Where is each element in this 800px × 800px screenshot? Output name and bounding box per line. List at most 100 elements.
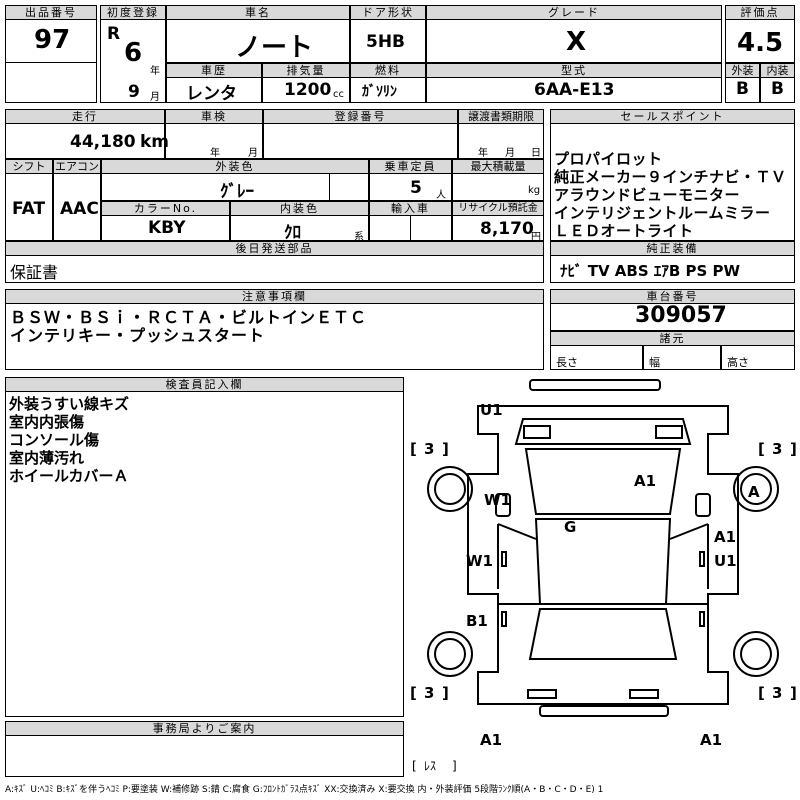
year-unit: 年 [150,66,160,77]
grade: X [566,27,587,57]
wheel-rr-inner [740,638,772,670]
car-diagram: [ 3 ] [ 3 ] [ 3 ] [ 3 ] U1 A1 A W1 G A1 … [410,379,797,773]
sales-points-label: セールスポイント [550,109,795,124]
headlamp-right [655,425,683,439]
res-bracket-close: ] [452,759,457,773]
wheel-fl [427,466,473,512]
ac: AAC [60,199,99,219]
reg-month: 9 [128,82,140,102]
tire-rl: 3 [424,684,434,702]
headlamp-left [523,425,551,439]
sales-points-box [550,123,795,241]
recycle-box [452,215,544,241]
tire-rl-bracket: [ [410,684,417,702]
later-parts-label: 後日発送部品 [5,241,544,256]
inspector-text: 外装うすい線キズ 室内内張傷 コンソール傷 室内薄汚れ ホイールカバーＡ [9,395,130,485]
color-no-label: カラーNo. [101,201,230,216]
mark-w1-front: W1 [484,491,511,509]
spec-label: 諸元 [550,331,795,346]
capacity-unit: 人 [436,190,446,201]
tire-fr-bracket: [ [758,440,765,458]
hood [514,418,692,445]
mileage-unit: km [140,132,170,152]
car-name-box [166,19,350,63]
model-label: 型式 [426,63,722,78]
mark-a1-right: A1 [714,528,736,546]
height-label: 高さ [727,356,749,369]
notes-label: 注意事項欄 [5,289,544,304]
load-label: 最大積載量 [452,159,544,174]
docs-label: 譲渡書類期限 [458,109,544,124]
equipment-box [550,255,795,283]
model: 6AA-E13 [534,80,615,100]
exterior-box [725,77,760,103]
later-parts: 保証書 [10,263,59,282]
legend: A:ｷｽﾞ U:ﾍｺﾐ B:ｷｽﾞを伴うﾍｺﾐ P:要塗装 W:補修跡 S:錆 … [5,785,604,795]
history-box [166,77,262,103]
docs-day-unit: 日 [531,148,541,159]
left-mirror [495,493,511,517]
mark-u1-right: U1 [714,552,737,570]
mark-b1-left: B1 [466,612,488,630]
notes-box [5,303,544,370]
handle-rr [699,611,705,627]
office-label: 事務局よりご案内 [5,721,404,736]
notes-text: ＢＳＷ・ＢＳｉ・ＲＣＴＡ・ビルトインＥＴＣ インテリキー・プッシュスタート [10,308,368,345]
insp-month-unit: 月 [248,148,258,159]
later-parts-box [5,255,544,283]
recycle: 8,170 [480,219,534,239]
chassis-number: 309057 [635,303,727,328]
mark-a1-bl: A1 [480,731,502,749]
wheel-rl [427,631,473,677]
recycle-label: リサイクル預託金 [452,201,544,216]
shift-label: シフト [5,159,53,174]
first-reg-box [100,19,166,103]
color-no: KBY [148,218,186,238]
door-type: 5HB [366,32,406,52]
tail-lamp-right [629,689,659,699]
width-box [643,345,721,370]
int-color-box [230,215,369,241]
wheel-rr [733,631,779,677]
mark-g-glass: G [564,518,576,536]
capacity-label: 乗車定員 [369,159,452,174]
insp-year-unit: 年 [210,148,220,159]
displacement-box [262,77,350,103]
car-name-label: 車名 [166,5,350,20]
era: R [107,24,121,44]
chassis-box [550,303,795,331]
height-box [721,345,795,370]
displacement-unit: cc [333,89,344,100]
equipment-label: 純正装備 [550,241,795,256]
load-box [452,173,544,201]
mark-res: ﾚｽ [424,759,436,773]
handle-rl [501,611,507,627]
docs-month-unit: 月 [505,148,515,159]
fuel-box [350,77,426,103]
color: ｸﾞﾚｰ [220,182,254,202]
ac-label: エアコン [53,159,101,174]
tire-rr: 3 [772,684,782,702]
mark-a-wheel: A [748,483,760,501]
int-color: ｸﾛ [284,223,301,243]
color-sep [329,173,369,201]
interior-grade: B [771,79,784,99]
tire-fl: 3 [424,440,434,458]
mark-w1-left: W1 [466,552,493,570]
svg-text:]: ] [790,440,797,458]
windshield [524,448,682,515]
shift-box [5,173,53,241]
mileage-box [5,123,165,159]
score-label: 評価点 [725,5,795,20]
inspection-box [165,123,263,159]
recycle-unit: 円 [531,232,541,243]
wheel-fl-inner [434,473,466,505]
mark-a1-hood: A1 [634,472,656,490]
import-sep [369,215,411,241]
lot-number: 97 [34,25,71,55]
tire-fr: 3 [772,440,782,458]
docs-year-unit: 年 [478,148,488,159]
roof [534,518,672,605]
handle-fr [699,551,705,567]
int-color-suffix: 系 [354,232,364,243]
